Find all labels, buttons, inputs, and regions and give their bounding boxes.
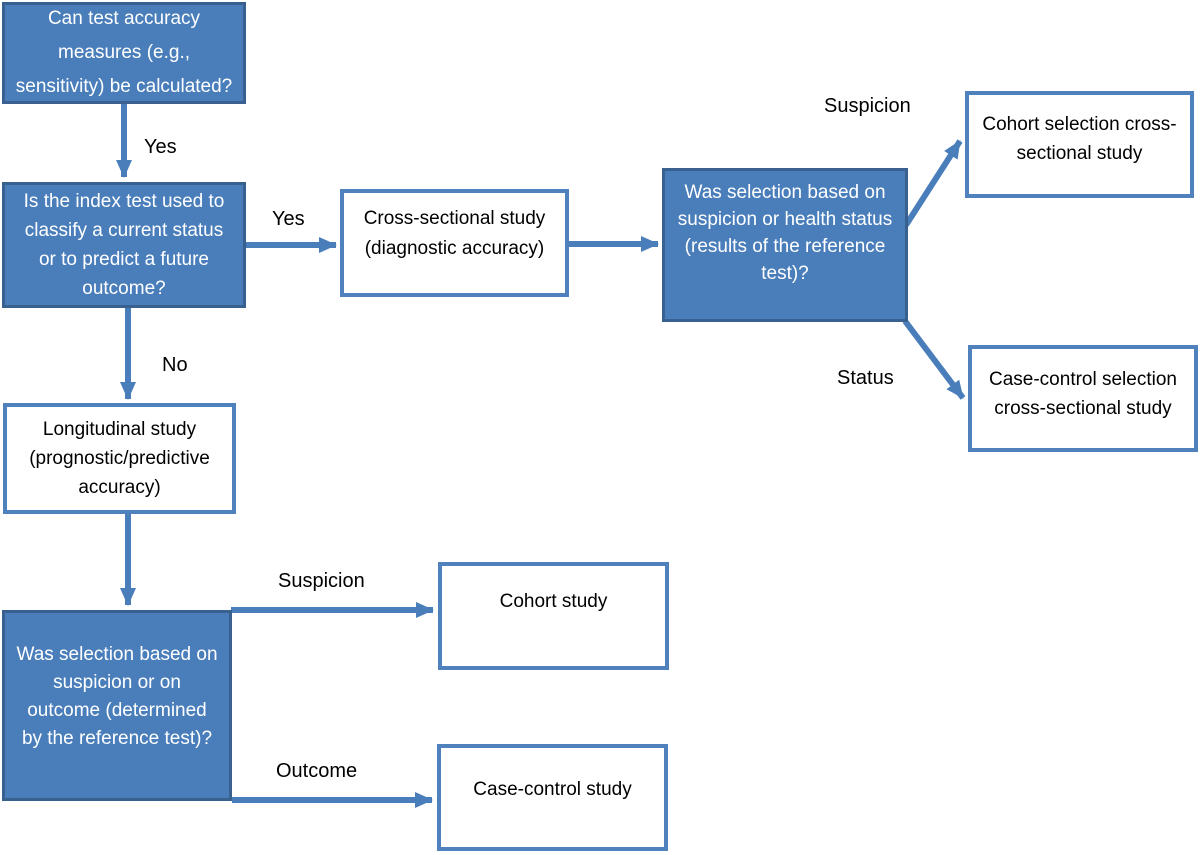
node-selection-outcome: Was selection based on suspicion or on o… (2, 610, 232, 801)
edge-label-suspicion-upper: Suspicion (824, 95, 911, 117)
node-cohort-study: Cohort study (438, 562, 669, 670)
node-longitudinal-study: Longitudinal study (prognostic/predictiv… (3, 403, 236, 514)
node-case-control-selection-cross-sectional: Case-control selection cross-sectional s… (968, 345, 1198, 452)
node-cross-sectional-study: Cross-sectional study (diagnostic accura… (340, 189, 569, 297)
edge-label-yes-right: Yes (272, 208, 305, 230)
edge-label-status: Status (837, 367, 894, 389)
node-index-test-purpose: Is the index test used to classify a cur… (2, 182, 246, 308)
edge-label-outcome: Outcome (276, 760, 358, 782)
arrow-selection-health-to-case-control-selection (902, 319, 966, 400)
edge-label-suspicion-lower: Suspicion (278, 570, 365, 592)
node-cohort-selection-cross-sectional: Cohort selection cross- sectional study (965, 91, 1194, 198)
edge-label-yes-top: Yes (144, 136, 177, 158)
arrow-selection-health-to-cohort-selection (903, 139, 963, 227)
node-selection-health-status: Was selection based on suspicion or heal… (662, 168, 908, 322)
node-can-test-accuracy: Can test accuracy measures (e.g., sensit… (2, 2, 246, 104)
node-case-control-study: Case-control study (437, 744, 668, 851)
edge-label-no: No (162, 354, 188, 376)
